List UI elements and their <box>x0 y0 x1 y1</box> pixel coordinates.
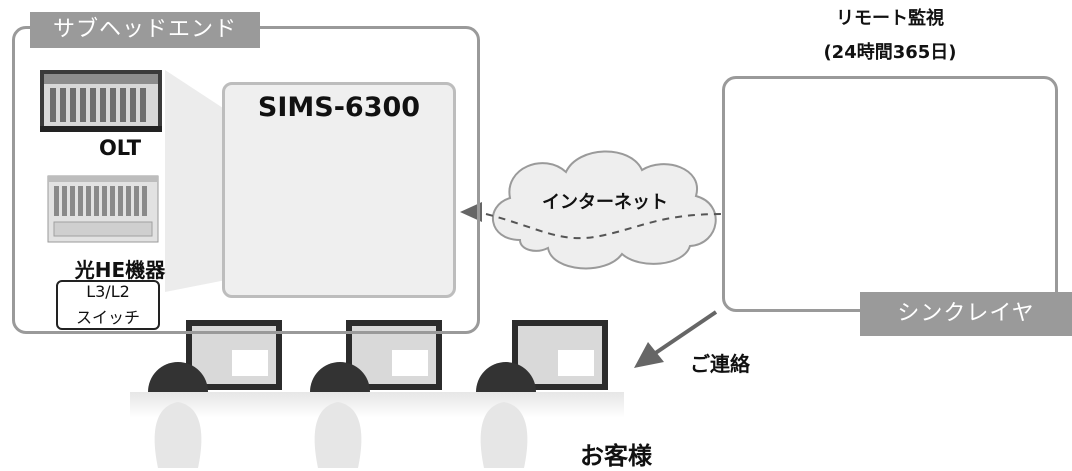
monitoring-box <box>722 76 1058 312</box>
switch-box <box>56 280 160 330</box>
olt-label: OLT <box>98 136 142 160</box>
projection-shade <box>165 70 226 292</box>
cloud-icon <box>485 150 723 270</box>
customer-desk <box>130 392 624 418</box>
remote-monitoring-title: リモート監視 <box>836 8 944 29</box>
synclayer-title: シンクレイヤ <box>860 292 1072 336</box>
remote-monitoring-subtitle: (24時間365日) <box>823 42 957 63</box>
customer-person-1 <box>148 320 282 468</box>
olt-rack-icon <box>40 70 162 132</box>
left-arrow-icon <box>460 202 482 222</box>
switch-label-line2: スイッチ <box>75 308 140 327</box>
optical-he-equipment-icon <box>47 175 159 243</box>
internet-label: インターネット <box>542 192 668 213</box>
sims-box <box>222 82 456 298</box>
sims-title: SIMS-6300 <box>257 92 421 123</box>
subhead-end-title: サブヘッドエンド <box>30 12 260 48</box>
switch-label-line1: L3/L2 <box>86 282 130 301</box>
customer-person-3 <box>476 320 608 468</box>
optical-he-label: 光HE機器 <box>74 258 166 282</box>
customer-label: お客様 <box>580 442 652 470</box>
contact-label: ご連絡 <box>690 352 750 376</box>
contact-arrow-line <box>652 310 718 356</box>
contact-arrow-head <box>634 342 664 368</box>
